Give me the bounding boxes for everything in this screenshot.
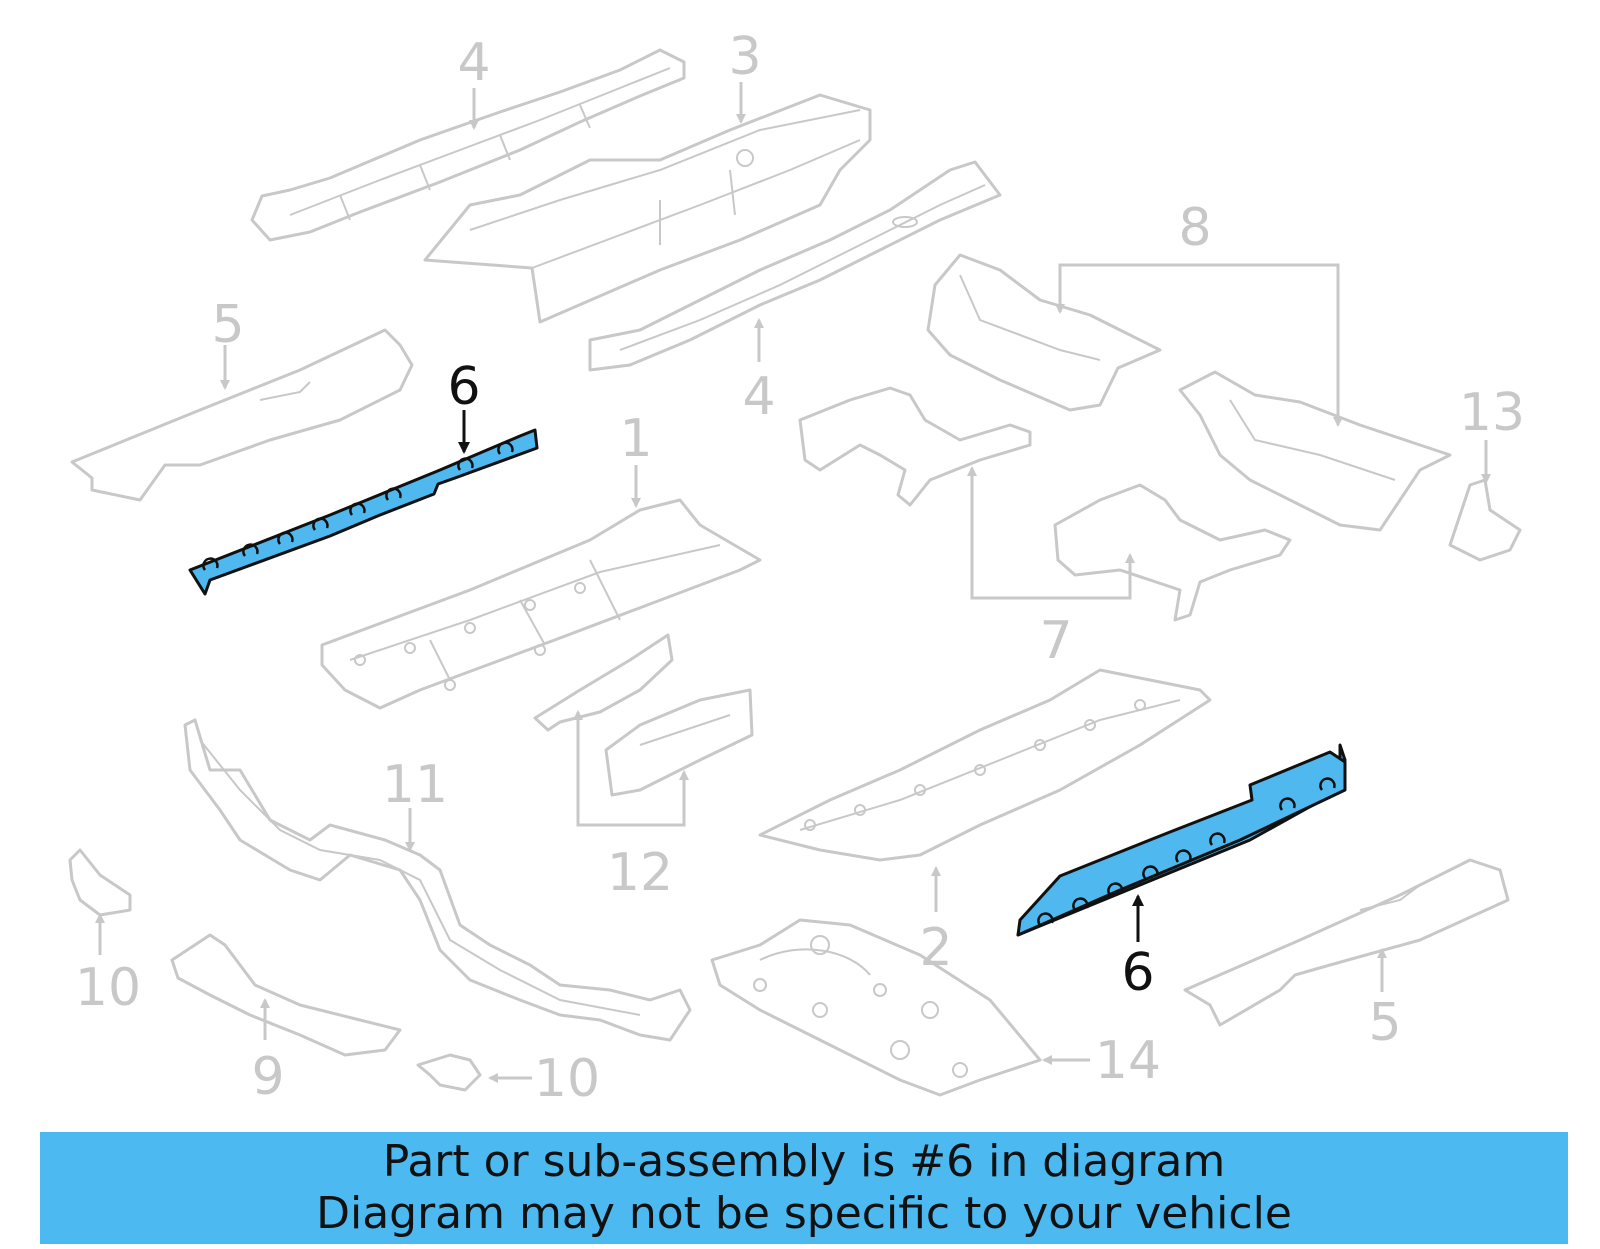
part-11-member	[183, 718, 692, 1042]
part-14-panel	[710, 918, 1042, 1097]
part-3-tunnel	[423, 93, 872, 324]
callout-3: 3	[728, 27, 761, 87]
callout-14: 14	[1095, 1031, 1161, 1091]
callout-4-top: 4	[457, 33, 490, 93]
part-10-clips	[68, 848, 482, 1092]
callout-6-left: 6	[447, 357, 480, 417]
part-8-rear-members	[926, 253, 1452, 532]
part-6-left-highlighted	[188, 428, 539, 596]
part-5-right-panel	[1183, 858, 1510, 1027]
part-1-floor-pan	[320, 498, 762, 710]
leader-lines-part-6	[458, 410, 1144, 942]
callout-2: 2	[919, 918, 952, 978]
callout-4-middle: 4	[742, 367, 775, 427]
callout-8: 8	[1178, 198, 1211, 258]
banner-line-2: Diagram may not be specific to your vehi…	[316, 1188, 1292, 1239]
part-13-bracket	[1448, 478, 1522, 562]
part-12-brackets	[533, 633, 754, 797]
callout-6-right: 6	[1121, 943, 1154, 1003]
part-2-floor-pan	[758, 668, 1212, 862]
part-6-right-highlighted	[1016, 743, 1347, 937]
leader-lines	[95, 82, 1491, 1083]
part-9-brace	[170, 933, 402, 1057]
callout-1: 1	[619, 409, 652, 469]
callout-10-right: 10	[534, 1049, 600, 1109]
banner-line-1: Part or sub-assembly is #6 in diagram	[382, 1136, 1226, 1187]
callout-11: 11	[382, 755, 448, 815]
callout-12: 12	[607, 843, 673, 903]
callout-13: 13	[1459, 383, 1525, 443]
parts-diagram: 4 3 4 5 6 1 8 13 7 12 11 2 6 10 9 10 14 …	[68, 27, 1525, 1109]
part-4-upper-rail	[250, 48, 686, 242]
callout-7: 7	[1039, 611, 1072, 671]
part-4-lower-rail	[588, 160, 1002, 372]
callout-10-left: 10	[75, 958, 141, 1018]
callout-5-left: 5	[211, 295, 244, 355]
callout-5-right: 5	[1368, 993, 1401, 1053]
callout-9: 9	[251, 1047, 284, 1107]
part-5-left-panel	[70, 328, 414, 502]
part-7-cross-members	[798, 386, 1292, 622]
info-banner: Part or sub-assembly is #6 in diagram Di…	[40, 1132, 1568, 1244]
